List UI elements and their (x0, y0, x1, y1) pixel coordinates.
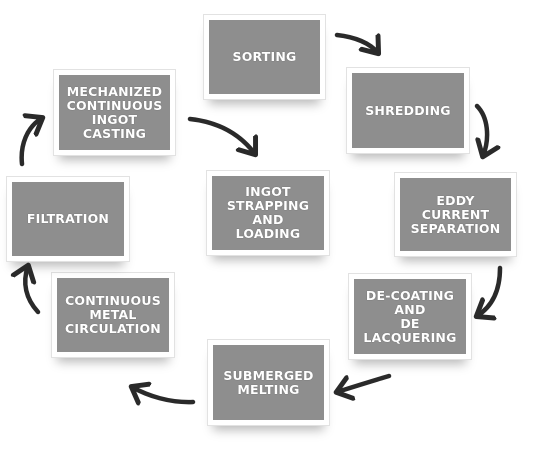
curved-arrow-icon (132, 387, 196, 402)
step-filtration: FILTRATION (6, 176, 130, 262)
step-ingot-strapping-and-loading: INGOT STRAPPING AND LOADING (206, 170, 330, 256)
step-box: EDDY CURRENT SEPARATION (400, 178, 511, 251)
step-eddy-current-separation: EDDY CURRENT SEPARATION (394, 172, 517, 257)
step-box: SHREDDING (352, 73, 464, 148)
step-de-coating-and-de-lacquering: DE-COATING AND DE LACQUERING (348, 273, 472, 360)
curved-arrow-icon (25, 266, 41, 315)
step-box: MECHANIZED CONTINUOUS INGOT CASTING (59, 75, 170, 150)
step-box: CONTINUOUS METAL CIRCULATION (57, 278, 169, 352)
step-label: SHREDDING (365, 102, 451, 118)
step-continuous-metal-circulation: CONTINUOUS METAL CIRCULATION (51, 272, 175, 358)
curved-arrow-icon (474, 103, 487, 156)
step-label: CONTINUOUS METAL CIRCULATION (65, 293, 161, 336)
step-label: DE-COATING AND DE LACQUERING (363, 287, 457, 345)
step-box: FILTRATION (12, 182, 124, 256)
step-submerged-melting: SUBMERGED MELTING (207, 339, 330, 426)
step-label: SUBMERGED MELTING (223, 367, 314, 397)
step-sorting: SORTING (203, 14, 326, 100)
step-mechanized-continuous-ingot-casting: MECHANIZED CONTINUOUS INGOT CASTING (53, 69, 176, 156)
step-box: INGOT STRAPPING AND LOADING (212, 176, 324, 250)
curved-arrow-icon (187, 116, 255, 154)
curved-arrow-icon (19, 118, 42, 167)
step-box: DE-COATING AND DE LACQUERING (354, 279, 466, 354)
curved-arrow-icon (337, 373, 392, 392)
step-label: MECHANIZED CONTINUOUS INGOT CASTING (66, 83, 163, 141)
curved-arrow-icon (477, 265, 503, 316)
step-label: EDDY CURRENT SEPARATION (410, 192, 501, 236)
step-label: SORTING (232, 49, 297, 64)
step-shredding: SHREDDING (346, 67, 470, 154)
step-label: INGOT STRAPPING AND LOADING (226, 184, 310, 241)
curved-arrow-icon (334, 32, 378, 53)
step-label: FILTRATION (26, 211, 110, 226)
step-box: SUBMERGED MELTING (213, 345, 324, 420)
step-box: SORTING (209, 20, 320, 94)
